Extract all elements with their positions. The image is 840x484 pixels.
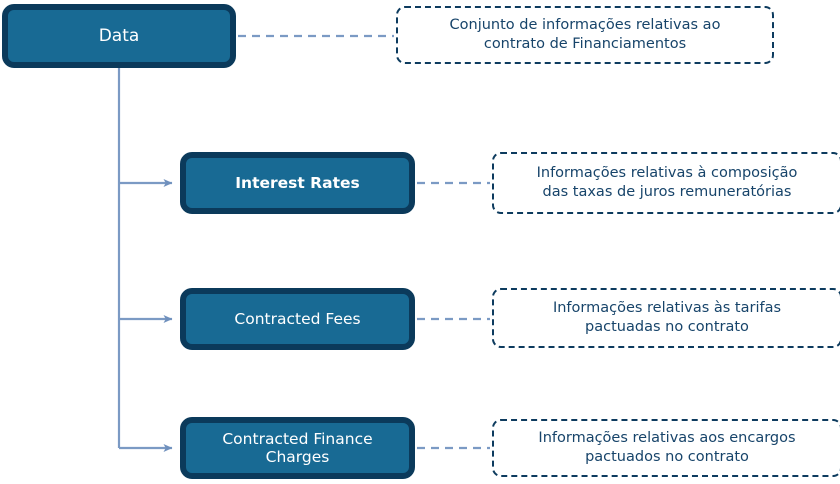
note-contracted-finance-charges: Informações relativas aos encargos pactu… xyxy=(492,419,840,477)
node-contracted-finance-charges-label: Contracted Finance Charges xyxy=(222,429,373,466)
note-data: Conjunto de informações relativas ao con… xyxy=(396,6,774,64)
node-data[interactable]: Data xyxy=(2,4,236,68)
node-interest-rates[interactable]: Interest Rates xyxy=(180,152,415,214)
note-contracted-fees: Informações relativas às tarifas pactuad… xyxy=(492,288,840,348)
note-contracted-fees-text: Informações relativas às tarifas pactuad… xyxy=(552,299,782,335)
note-data-text: Conjunto de informações relativas ao con… xyxy=(449,16,721,52)
node-contracted-fees[interactable]: Contracted Fees xyxy=(180,288,415,350)
note-interest-rates-text: Informações relativas à composição das t… xyxy=(536,164,798,200)
note-interest-rates: Informações relativas à composição das t… xyxy=(492,152,840,214)
node-contracted-fees-label: Contracted Fees xyxy=(234,309,361,328)
node-contracted-finance-charges[interactable]: Contracted Finance Charges xyxy=(180,417,415,479)
node-interest-rates-label: Interest Rates xyxy=(235,173,360,192)
node-data-label: Data xyxy=(98,25,140,46)
note-contracted-finance-charges-text: Informações relativas aos encargos pactu… xyxy=(538,429,796,465)
